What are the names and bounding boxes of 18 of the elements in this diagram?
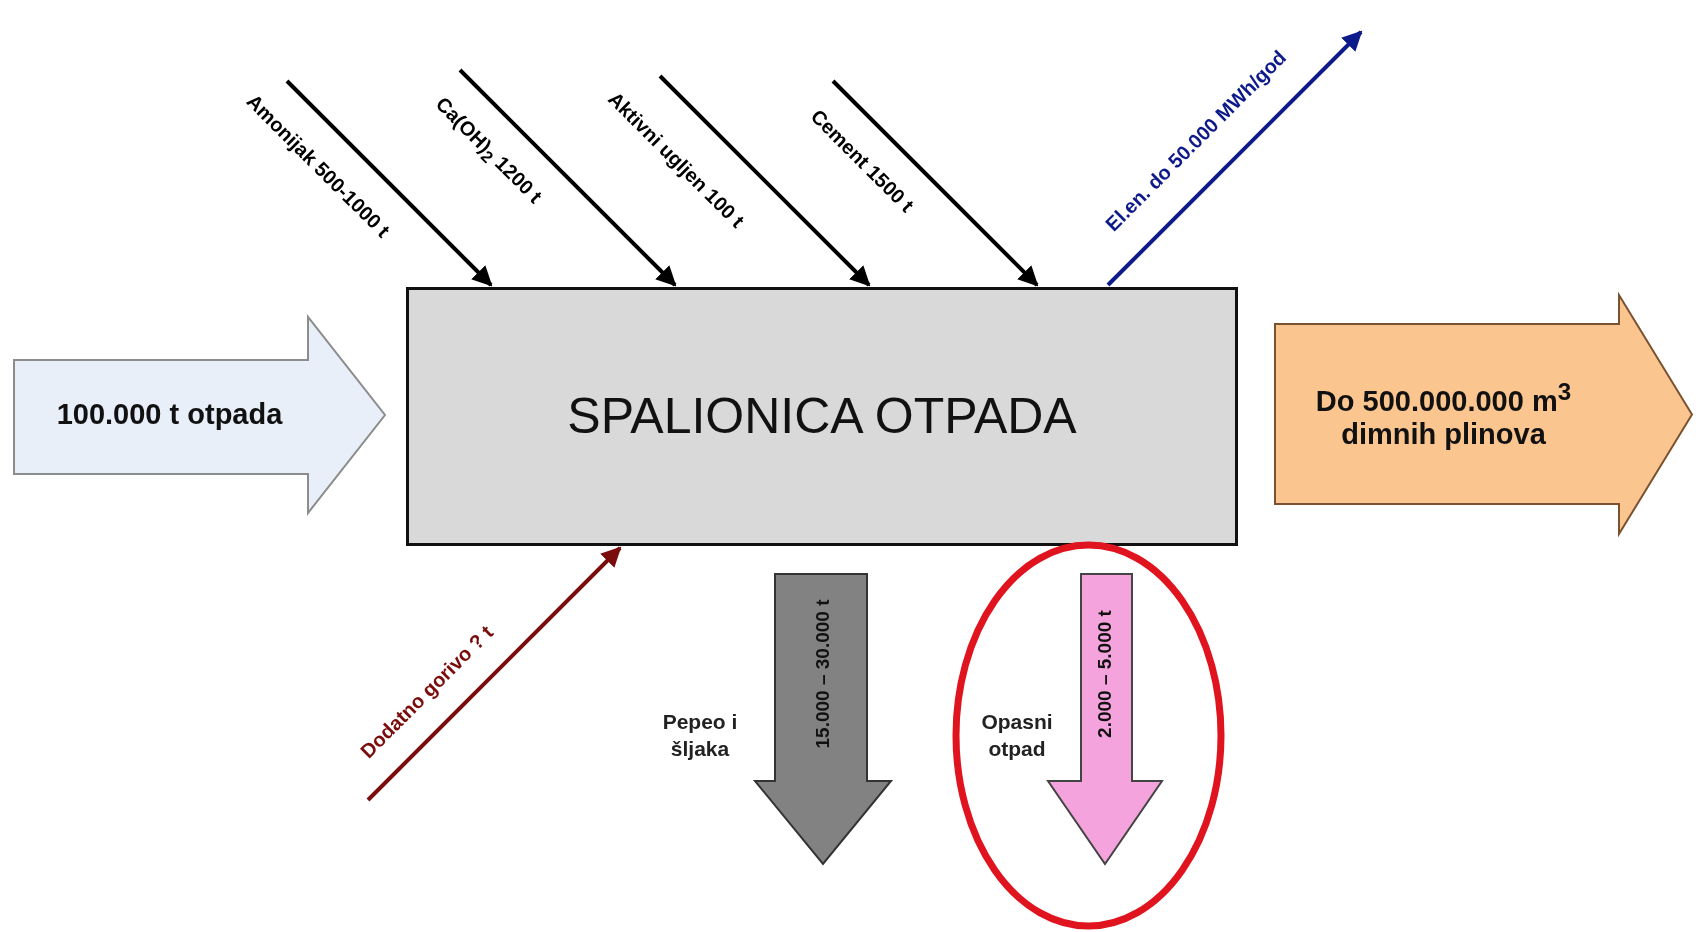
- box-title: SPALIONICA OTPADA: [567, 387, 1077, 446]
- flow-label: Do 500.000.000 m$^{3}$ dimnih plinova: [1314, 377, 1573, 452]
- down-block-arrow: [754, 573, 892, 865]
- flow-label: 100.000 t otpada: [56, 398, 283, 432]
- block-arrow: [13, 316, 386, 514]
- side-label: Pepeo i šljaka: [661, 708, 739, 762]
- flow-label: 2.000 – 5.000 t: [1094, 610, 1116, 738]
- side-label: Opasni otpad: [980, 708, 1054, 762]
- arrow: [285, 79, 493, 287]
- arrow: [458, 68, 677, 287]
- arrow: [366, 546, 622, 802]
- flow-label: 15.000 – 30.000 t: [812, 599, 834, 749]
- arrow: [1106, 30, 1363, 287]
- arrow: [658, 74, 871, 287]
- highlight-ellipse: [952, 541, 1225, 930]
- arrow: [831, 79, 1039, 287]
- process-box: [406, 287, 1238, 546]
- block-arrow: [1274, 294, 1693, 535]
